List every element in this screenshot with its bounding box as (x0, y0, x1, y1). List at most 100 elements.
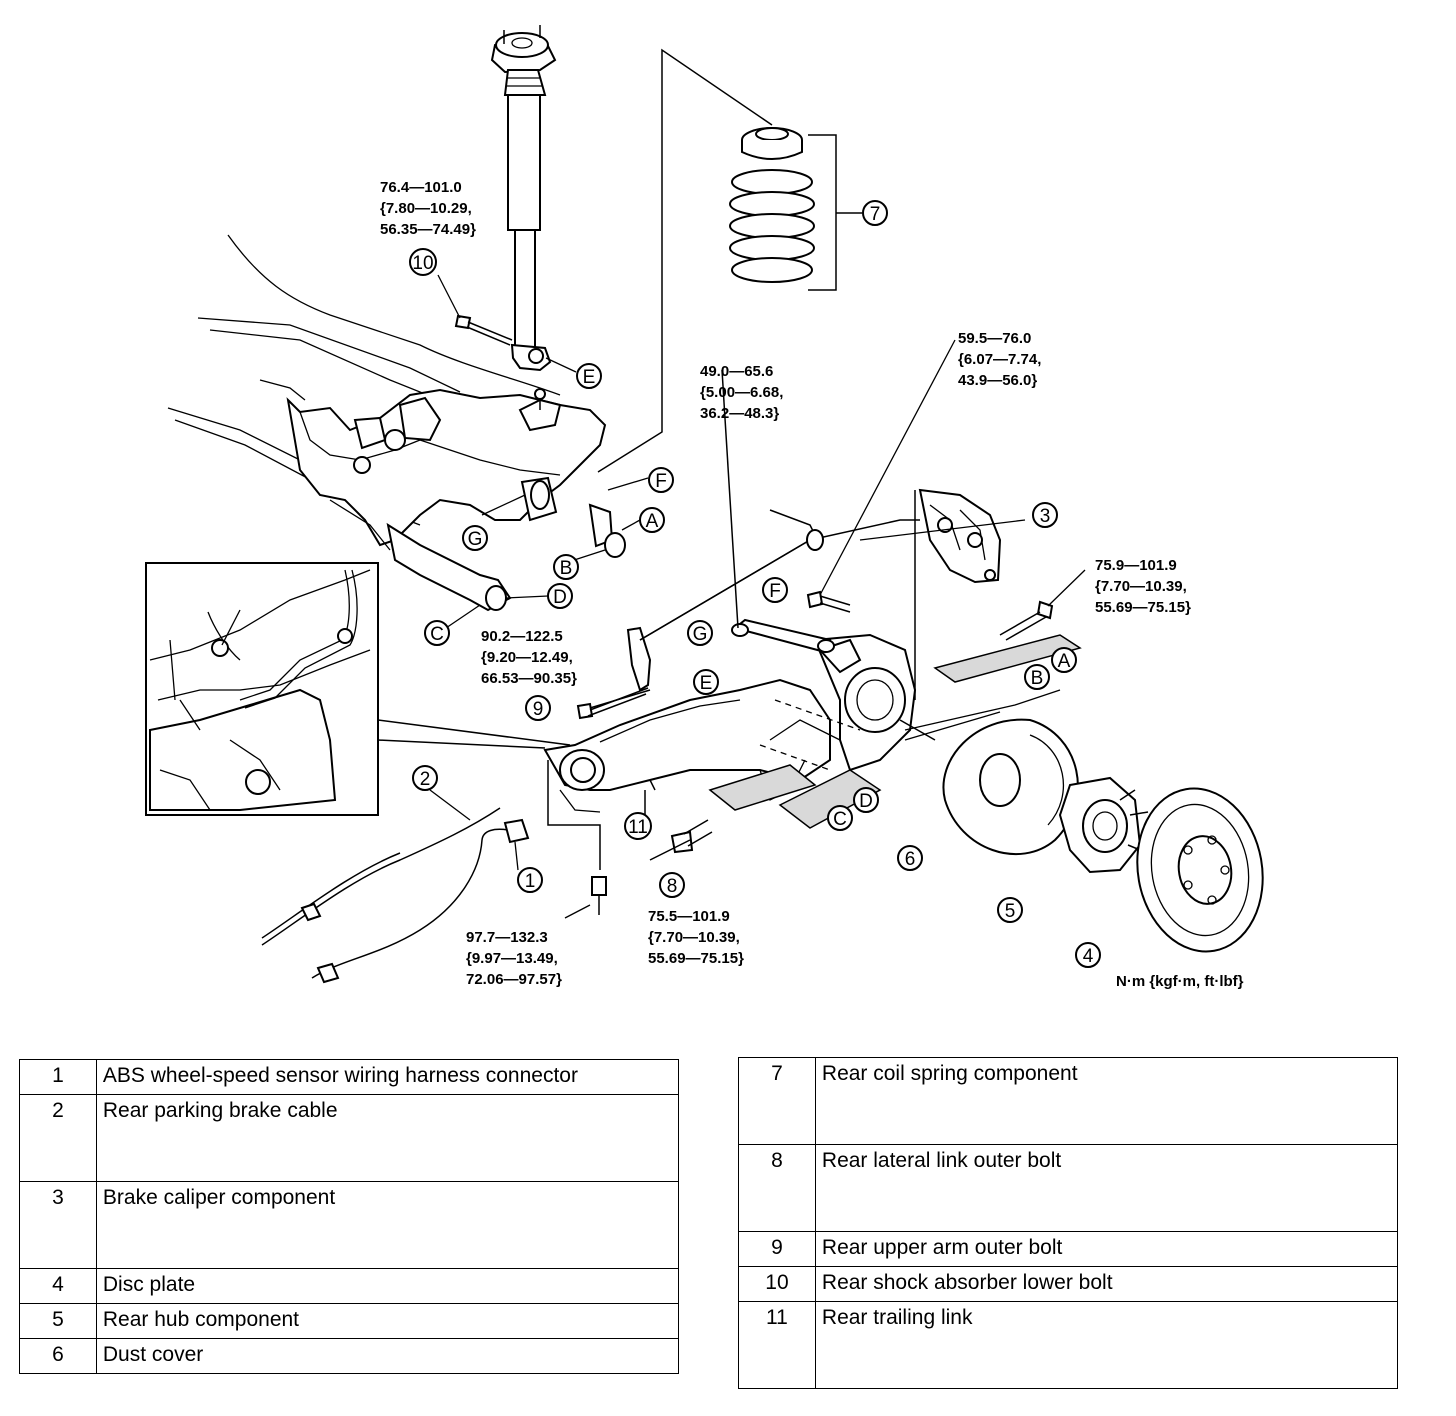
svg-text:4: 4 (1083, 946, 1094, 967)
reference-planes (639, 509, 1082, 829)
svg-text:{7.70—10.39,: {7.70—10.39, (648, 929, 740, 946)
svg-text:66.53—90.35}: 66.53—90.35} (481, 670, 577, 687)
hub-bolt (999, 569, 1086, 641)
svg-text:D: D (859, 791, 873, 812)
upper-arm-outer (721, 369, 835, 654)
legend-desc: Rear upper arm outer bolt (814, 1231, 1399, 1267)
legend-num: 9 (738, 1231, 816, 1267)
units-label: N·m {kgf·m, ft·lbf} (1116, 973, 1244, 990)
svg-text:E: E (700, 673, 713, 694)
svg-text:7: 7 (870, 204, 881, 225)
detail-inset (145, 562, 379, 816)
callout-4: 4 (1075, 942, 1101, 968)
torque-caliper: 59.5—76.0 {6.07—7.74, 43.9—56.0} (958, 330, 1041, 389)
svg-text:A: A (1058, 651, 1071, 672)
callout-2: 2 (412, 765, 438, 791)
svg-text:43.9—56.0}: 43.9—56.0} (958, 372, 1037, 389)
svg-text:{9.20—12.49,: {9.20—12.49, (481, 649, 573, 666)
legend-num: 6 (19, 1338, 97, 1374)
svg-text:6: 6 (905, 849, 916, 870)
torque-upper-arm-outer: 90.2—122.5 {9.20—12.49, 66.53—90.35} (481, 628, 577, 687)
torque-trailing-link-front: 97.7—132.3 {9.97—13.49, 72.06—97.57} (466, 929, 562, 988)
legend-row: 3 Brake caliper component (19, 1181, 680, 1269)
callout-10: 10 (409, 248, 437, 276)
svg-text:C: C (430, 624, 444, 645)
svg-text:9: 9 (533, 699, 544, 720)
rear-suspension-exploded-diagram: 1 2 3 4 5 6 7 8 9 10 11 E F A G B D C F … (145, 25, 1264, 990)
svg-text:G: G (693, 624, 708, 645)
legend-desc: Rear trailing link (814, 1301, 1399, 1389)
svg-text:C: C (833, 809, 847, 830)
callout-1: 1 (517, 867, 543, 893)
svg-text:49.0—65.6: 49.0—65.6 (700, 363, 773, 380)
legend-num: 5 (19, 1303, 97, 1339)
callout-3: 3 (1032, 502, 1058, 528)
legend-row: 11 Rear trailing link (738, 1301, 1399, 1389)
upper-arm-bracket (576, 539, 811, 720)
rear-subframe (167, 234, 626, 612)
letter-F-bottom: F (762, 577, 788, 603)
legend-desc: Rear lateral link outer bolt (814, 1144, 1399, 1232)
legend-desc: Dust cover (95, 1338, 680, 1374)
svg-text:F: F (655, 471, 667, 492)
letter-B-top: B (553, 554, 579, 580)
legend-row: 5 Rear hub component (19, 1303, 680, 1339)
legend-num: 10 (738, 1266, 816, 1302)
legend-table-right: 7 Rear coil spring component 8 Rear late… (738, 1057, 1399, 1389)
letter-A-bottom: A (1051, 647, 1077, 673)
letter-D-bottom: D (853, 787, 879, 813)
trailing-link-front-bolt (564, 876, 607, 919)
parking-brake-cable (261, 789, 501, 946)
svg-text:90.2—122.5: 90.2—122.5 (481, 628, 563, 645)
letter-E-top: E (576, 363, 602, 389)
svg-text:11: 11 (628, 817, 648, 838)
legend-row: 2 Rear parking brake cable (19, 1094, 680, 1182)
svg-text:G: G (468, 529, 483, 550)
letter-A-top: A (639, 507, 665, 533)
legend-desc: Rear parking brake cable (95, 1094, 680, 1182)
svg-text:36.2—48.3}: 36.2—48.3} (700, 405, 779, 422)
svg-text:8: 8 (667, 876, 678, 897)
shock-lower-bolt (437, 274, 513, 346)
legend-row: 7 Rear coil spring component (738, 1057, 1399, 1145)
legend-row: 1 ABS wheel-speed sensor wiring harness … (19, 1059, 680, 1095)
dust-cover (899, 718, 1079, 856)
svg-text:F: F (769, 581, 781, 602)
letter-C-top: C (424, 620, 450, 646)
callout-8: 8 (659, 872, 685, 898)
legend-num: 1 (19, 1059, 97, 1095)
svg-text:55.69—75.15}: 55.69—75.15} (648, 950, 744, 967)
torque-shock-lower: 76.4—101.0 {7.80—10.29, 56.35—74.49} (380, 179, 476, 238)
brake-caliper (914, 488, 1002, 700)
torque-lateral-link-outer: 75.5—101.9 {7.70—10.39, 55.69—75.15} (648, 908, 744, 967)
abs-harness (311, 818, 530, 984)
svg-text:{5.00—6.68,: {5.00—6.68, (700, 384, 783, 401)
legend-num: 4 (19, 1268, 97, 1304)
svg-text:B: B (1031, 668, 1044, 689)
svg-text:76.4—101.0: 76.4—101.0 (380, 179, 462, 196)
svg-text:E: E (583, 367, 596, 388)
legend-row: 8 Rear lateral link outer bolt (738, 1144, 1399, 1232)
letter-G-bottom: G (687, 620, 713, 646)
rear-hub (1058, 776, 1149, 874)
svg-text:5: 5 (1005, 901, 1016, 922)
legend-num: 2 (19, 1094, 97, 1182)
legend-desc: Brake caliper component (95, 1181, 680, 1269)
svg-text:2: 2 (420, 769, 431, 790)
svg-text:72.06—97.57}: 72.06—97.57} (466, 971, 562, 988)
legend-table-left: 1 ABS wheel-speed sensor wiring harness … (19, 1059, 680, 1374)
lateral-link-outer-bolt (649, 819, 713, 861)
legend-num: 7 (738, 1057, 816, 1145)
svg-text:{7.80—10.29,: {7.80—10.29, (380, 200, 472, 217)
svg-text:55.69—75.15}: 55.69—75.15} (1095, 599, 1191, 616)
legend-row: 10 Rear shock absorber lower bolt (738, 1266, 1399, 1302)
shock-absorber (490, 25, 557, 372)
disc-plate (1136, 787, 1264, 953)
legend-row: 9 Rear upper arm outer bolt (738, 1231, 1399, 1267)
callout-6: 6 (897, 845, 923, 871)
legend-row: 6 Dust cover (19, 1338, 680, 1374)
legend-desc: Rear coil spring component (814, 1057, 1399, 1145)
letter-C-bottom: C (827, 805, 853, 831)
svg-text:3: 3 (1040, 506, 1051, 527)
svg-text:{6.07—7.74,: {6.07—7.74, (958, 351, 1041, 368)
